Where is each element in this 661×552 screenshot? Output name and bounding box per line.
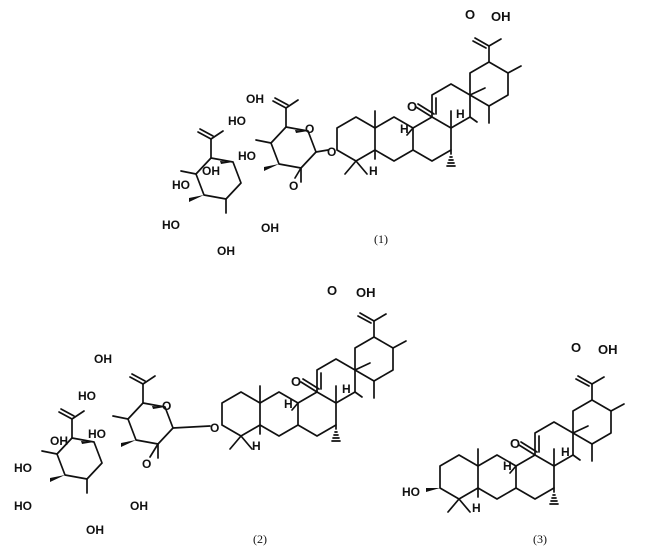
- s3-h-9: H: [503, 459, 512, 473]
- structure-3: OH O O HO H H H (3): [402, 340, 625, 546]
- s3-ho: HO: [402, 485, 420, 499]
- s1-acid-oh: OH: [491, 9, 511, 24]
- s2-ho-8: OH: [86, 523, 104, 537]
- s2-acid-o: O: [327, 283, 337, 298]
- s1-ho-7: OH: [261, 221, 279, 235]
- structure-2: OH O O O O O OH HO HO HO OH HO OH OH H H…: [14, 283, 407, 546]
- s2-acid-oh: OH: [356, 285, 376, 300]
- s1-ho-1: OH: [246, 92, 264, 106]
- s1-h-5: H: [369, 164, 378, 178]
- s3-ketone-o: O: [510, 436, 520, 451]
- caption-2: (2): [253, 532, 267, 546]
- s2-ketone-o: O: [291, 374, 301, 389]
- s1-ho-5: OH: [202, 164, 220, 178]
- s3-acid-o: O: [571, 340, 581, 355]
- structure-1: OH O O O O O OH HO HO HO OH HO OH OH H H…: [162, 7, 522, 258]
- s3-h-5: H: [472, 501, 481, 515]
- s2-ho-4: HO: [14, 461, 32, 475]
- s1-ho-2: HO: [228, 114, 246, 128]
- s2-ho-5: OH: [50, 434, 68, 448]
- s2-ho-7: OH: [130, 499, 148, 513]
- s3-h-18: H: [561, 445, 570, 459]
- s1-ketone-o: O: [407, 99, 417, 114]
- s1-acid-o: O: [465, 7, 475, 22]
- s2-h-18: H: [342, 382, 351, 396]
- s1-h-18: H: [456, 107, 465, 121]
- s2-ho-2: HO: [78, 389, 96, 403]
- caption-1: (1): [374, 232, 388, 246]
- s2-ho-1: OH: [94, 352, 112, 366]
- s2-ho-6: HO: [14, 499, 32, 513]
- s1-ho-6: HO: [162, 218, 180, 232]
- s1-ho-8: OH: [217, 244, 235, 258]
- s1-glyco-o: O: [327, 145, 336, 159]
- s2-ring-o: O: [162, 399, 171, 413]
- s1-ho-3: HO: [238, 149, 256, 163]
- s2-h-9: H: [284, 397, 293, 411]
- s1-h-9: H: [400, 122, 409, 136]
- s1-ring-o: O: [305, 122, 314, 136]
- s1-ho-4: HO: [172, 178, 190, 192]
- s2-link-o: O: [142, 457, 151, 471]
- s2-h-5: H: [252, 439, 261, 453]
- caption-3: (3): [533, 532, 547, 546]
- s2-glyco-o: O: [210, 421, 219, 435]
- s1-link-o: O: [289, 179, 298, 193]
- s3-acid-oh: OH: [598, 342, 618, 357]
- s2-ho-3: HO: [88, 427, 106, 441]
